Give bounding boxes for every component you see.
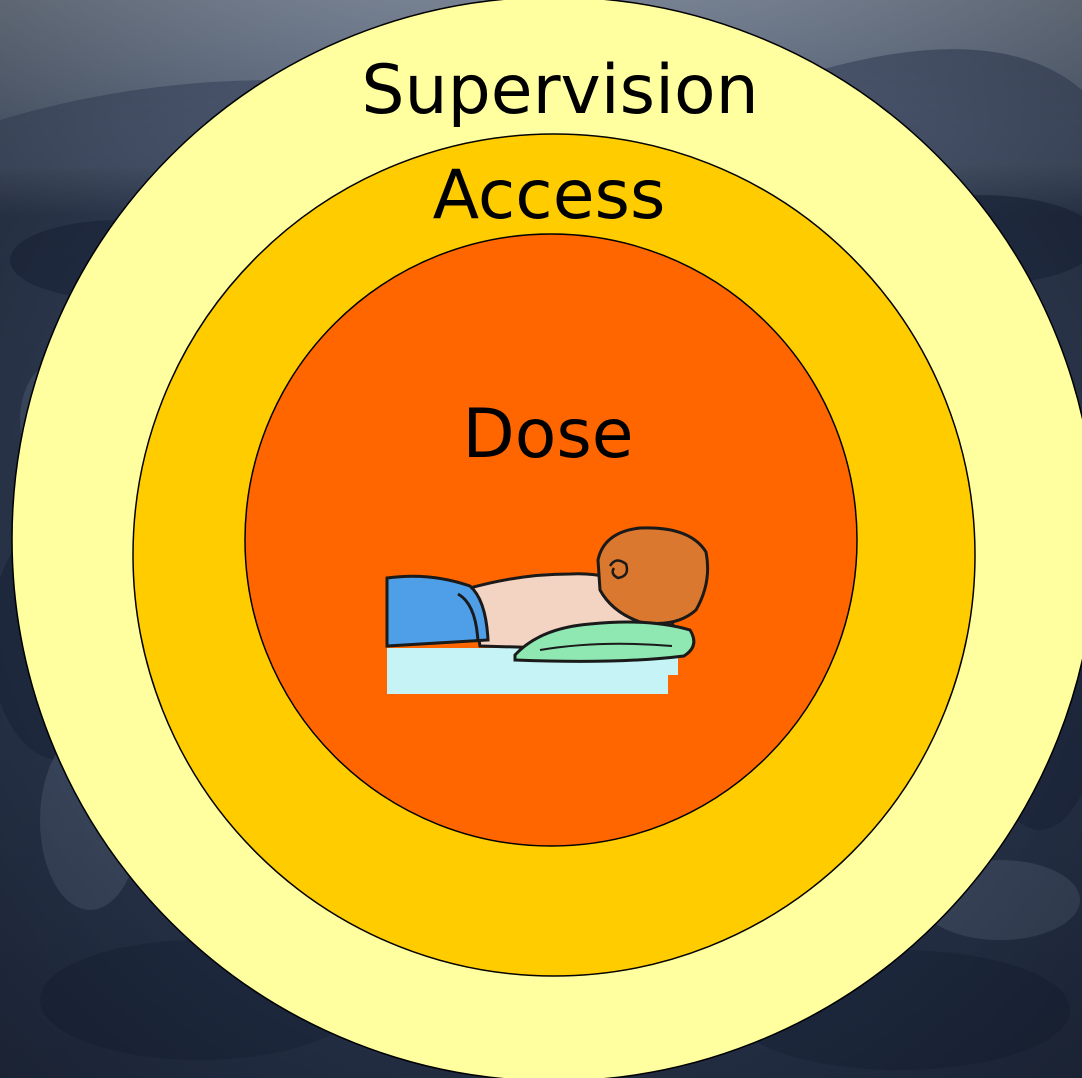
supervision-label: Supervision [361, 51, 758, 130]
access-label: Access [433, 156, 666, 235]
dose-label: Dose [462, 395, 633, 474]
dose-ring [245, 234, 857, 846]
